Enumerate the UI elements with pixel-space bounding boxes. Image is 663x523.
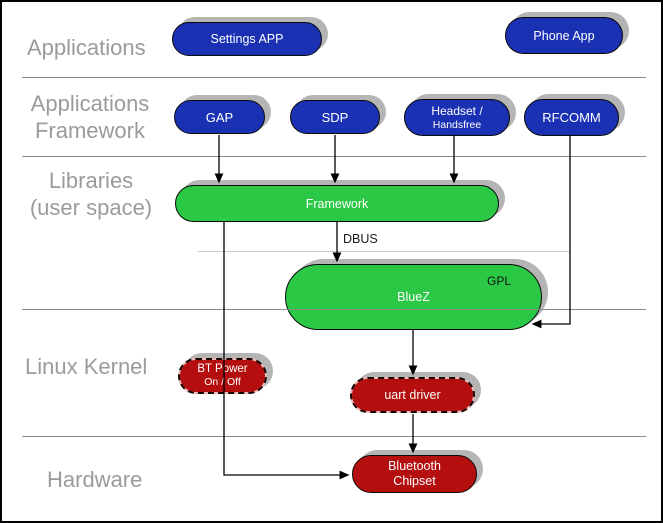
layer-label-applications: Applications	[27, 34, 146, 61]
node-sublabel: On / Off	[204, 376, 241, 388]
layer-label-text: Applications	[27, 35, 146, 60]
node-label: Bluetooth	[388, 459, 441, 473]
node-label: Phone App	[533, 28, 595, 43]
node-framework: Framework	[175, 185, 499, 222]
node-label: Headset /	[431, 103, 483, 118]
node-label: RFCOMM	[542, 110, 601, 125]
layer-label-text: Libraries	[48, 168, 134, 193]
node-bluetooth-chipset: Bluetooth Chipset	[352, 455, 477, 493]
node-label: GAP	[205, 109, 234, 125]
dbus-label: DBUS	[343, 232, 378, 246]
node-label: BlueZ	[397, 290, 430, 304]
node-label: Framework	[305, 196, 369, 211]
node-headset-handsfree: Headset / Handsfree	[404, 99, 510, 136]
node-label: Chipset	[393, 474, 436, 488]
node-phone-app: Phone App	[505, 17, 623, 54]
node-bluez: GPL BlueZ	[285, 264, 542, 330]
gpl-badge: GPL	[486, 274, 511, 288]
node-settings-app: Settings APP	[172, 22, 322, 56]
node-label: SDP	[321, 109, 349, 125]
connector-framework-to-chipset-via-bt-power	[223, 222, 350, 480]
layer-label-text: (user space)	[29, 195, 153, 220]
layer-label-text: Linux Kernel	[25, 354, 148, 379]
node-gap: GAP	[174, 100, 265, 134]
node-sublabel: Handsfree	[432, 118, 482, 131]
layer-label-text: Framework	[34, 118, 145, 143]
layer-label-applications-framework: Applications Framework	[18, 90, 162, 144]
node-label: BT Power	[197, 362, 248, 375]
layer-label-linux-kernel: Linux Kernel	[25, 353, 147, 380]
node-bt-power-on-off: BT Power On / Off	[178, 358, 267, 394]
layer-label-text: Hardware	[47, 467, 143, 492]
layer-label-text: Applications	[30, 91, 150, 116]
node-uart-driver: uart driver	[350, 377, 475, 413]
node-label: uart driver	[384, 388, 441, 402]
node-sdp: SDP	[290, 100, 380, 134]
node-rfcomm: RFCOMM	[524, 99, 619, 136]
layer-label-libraries-user-space: Libraries (user space)	[18, 167, 164, 221]
node-label: Settings APP	[210, 32, 284, 46]
layer-label-hardware: Hardware	[47, 466, 142, 493]
